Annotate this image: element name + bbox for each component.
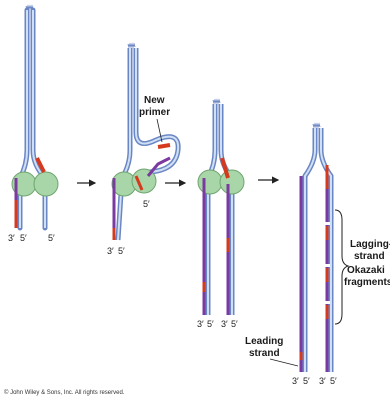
end-label-5b: 5′	[231, 319, 238, 329]
end-label-3: 3′	[292, 376, 299, 386]
polymerase-right	[34, 172, 58, 196]
stage-4: Lagging- strand Okazaki fragments Leadin…	[245, 124, 390, 386]
parental-strand-left	[208, 104, 215, 315]
lagging-strand-label-line1: Lagging-	[350, 239, 390, 250]
parental-strand-left	[118, 48, 130, 240]
okazaki-primer-1	[326, 165, 329, 189]
stage-3: 3′ 5′ 3′ 5′	[197, 100, 244, 329]
okazaki-primer-2	[326, 226, 329, 240]
end-label-3: 3′	[107, 246, 114, 256]
polymerase-right	[220, 170, 244, 194]
end-label-3b: 3′	[221, 319, 228, 329]
lagging-strand-label-line2: strand	[354, 251, 385, 262]
parental-strand-left	[305, 128, 315, 372]
copyright: © John Wiley & Sons, Inc. All rights res…	[4, 389, 125, 396]
end-label-5b: 5′	[48, 233, 55, 243]
leading-strand-label-line1: Leading	[245, 336, 283, 347]
primer-leading	[113, 228, 116, 240]
end-label-5b: 5′	[118, 246, 125, 256]
new-primer-label-line1: New	[144, 95, 165, 106]
okazaki-fragments-label-line2: fragments	[344, 277, 390, 288]
end-label-3: 3′	[8, 233, 15, 243]
okazaki-primer-3	[326, 268, 329, 282]
lagging-primer-1	[158, 145, 170, 147]
end-label-5: 5′	[303, 376, 310, 386]
stage-2: New primer 5′ 3′ 5′	[107, 44, 178, 256]
leading-strand-pointer	[270, 359, 298, 366]
okazaki-primer	[227, 238, 230, 252]
end-label-5b: 5′	[330, 376, 337, 386]
end-label-5: 5′	[143, 199, 150, 209]
okazaki-gap-3	[324, 301, 330, 304]
end-label-5: 5′	[207, 319, 214, 329]
end-label-3b: 3′	[319, 376, 326, 386]
end-label-3: 3′	[197, 319, 204, 329]
polymerase-left	[198, 170, 222, 194]
stage-1: 3′ 5′ 5′	[8, 6, 58, 243]
okazaki-primer-4	[326, 305, 329, 319]
new-primer-label-line2: primer	[139, 107, 170, 118]
okazaki-fragments-label-line1: Okazaki	[347, 265, 385, 276]
leading-strand-label-line2: strand	[249, 348, 280, 359]
end-label-5: 5′	[20, 233, 27, 243]
primer-leading	[300, 352, 303, 360]
okazaki-gap-2	[324, 264, 330, 267]
okazaki-gap-1	[324, 222, 330, 225]
primer-leading	[203, 282, 206, 292]
primer-leading	[15, 200, 18, 228]
